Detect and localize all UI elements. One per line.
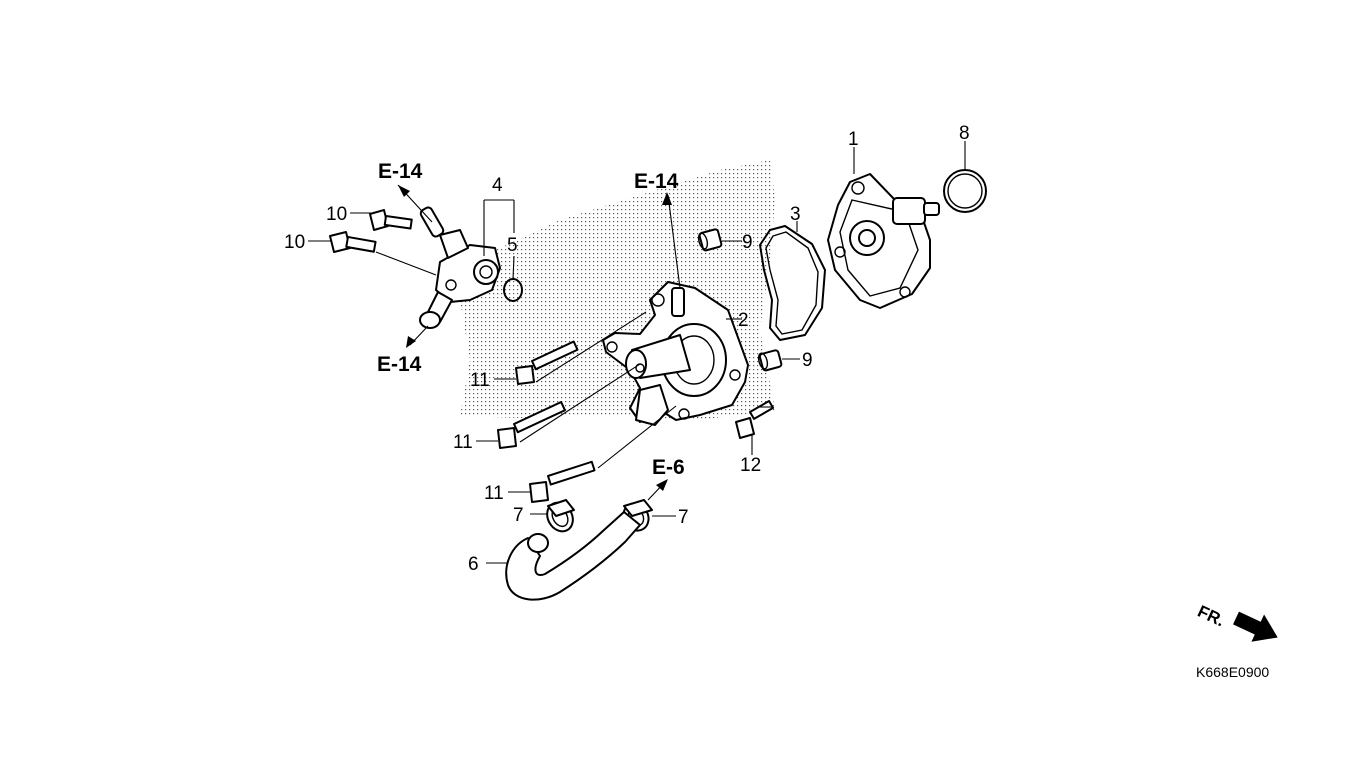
callout-4: 4 [492, 175, 503, 196]
callout-10-upper: 10 [326, 204, 347, 225]
callout-9-lower: 9 [802, 350, 813, 371]
bolt-10-upper [369, 209, 413, 231]
water-hose [505, 511, 641, 601]
gasket-inner [765, 231, 819, 335]
arrow-ref-top-left [398, 185, 410, 197]
ref-bottom-left: E-14 [377, 353, 422, 376]
water-pump-cover [602, 281, 749, 426]
water-pump-assembly [827, 173, 940, 309]
o-ring-8 [943, 169, 987, 213]
bolt-11-upper [515, 340, 579, 385]
dowel-pin-upper [697, 228, 723, 252]
front-label: FR. [1195, 602, 1228, 631]
bolt-11-lower [529, 460, 596, 503]
callout-11-lower: 11 [484, 483, 504, 504]
arrow-ref-bottom-left [406, 336, 416, 348]
arrow-ref-center [662, 192, 672, 205]
callout-5: 5 [507, 235, 518, 256]
callout-7-right: 7 [678, 507, 689, 528]
dowel-pin-lower [757, 349, 783, 372]
callout-2: 2 [738, 310, 749, 331]
gasket [759, 225, 826, 341]
leader-lines [308, 141, 966, 564]
water-joint [419, 206, 501, 329]
bolt-10-lower [329, 231, 377, 253]
callout-9-upper: 9 [742, 232, 753, 253]
o-ring-8-inner [947, 173, 983, 209]
callout-11-upper: 11 [470, 370, 490, 391]
callout-10-lower: 10 [284, 232, 305, 253]
water-hose-end [527, 533, 549, 553]
callout-3: 3 [790, 204, 801, 225]
bolt-12 [735, 400, 775, 439]
callout-1: 1 [848, 129, 859, 150]
callout-8: 8 [959, 123, 970, 144]
hose-clamp-left [546, 499, 575, 533]
ref-top-left: E-14 [378, 160, 423, 183]
callout-11-middle: 11 [453, 432, 473, 453]
ref-hose: E-6 [652, 456, 685, 479]
bolt-11-middle [497, 401, 566, 449]
front-direction-arrow [1233, 611, 1278, 642]
arrow-ref-hose [656, 479, 668, 491]
diagram-code: K668E0900 [1196, 664, 1269, 680]
callout-7-left: 7 [513, 505, 524, 526]
ref-center: E-14 [634, 170, 679, 193]
callout-6: 6 [468, 554, 479, 575]
callout-12: 12 [740, 455, 761, 476]
